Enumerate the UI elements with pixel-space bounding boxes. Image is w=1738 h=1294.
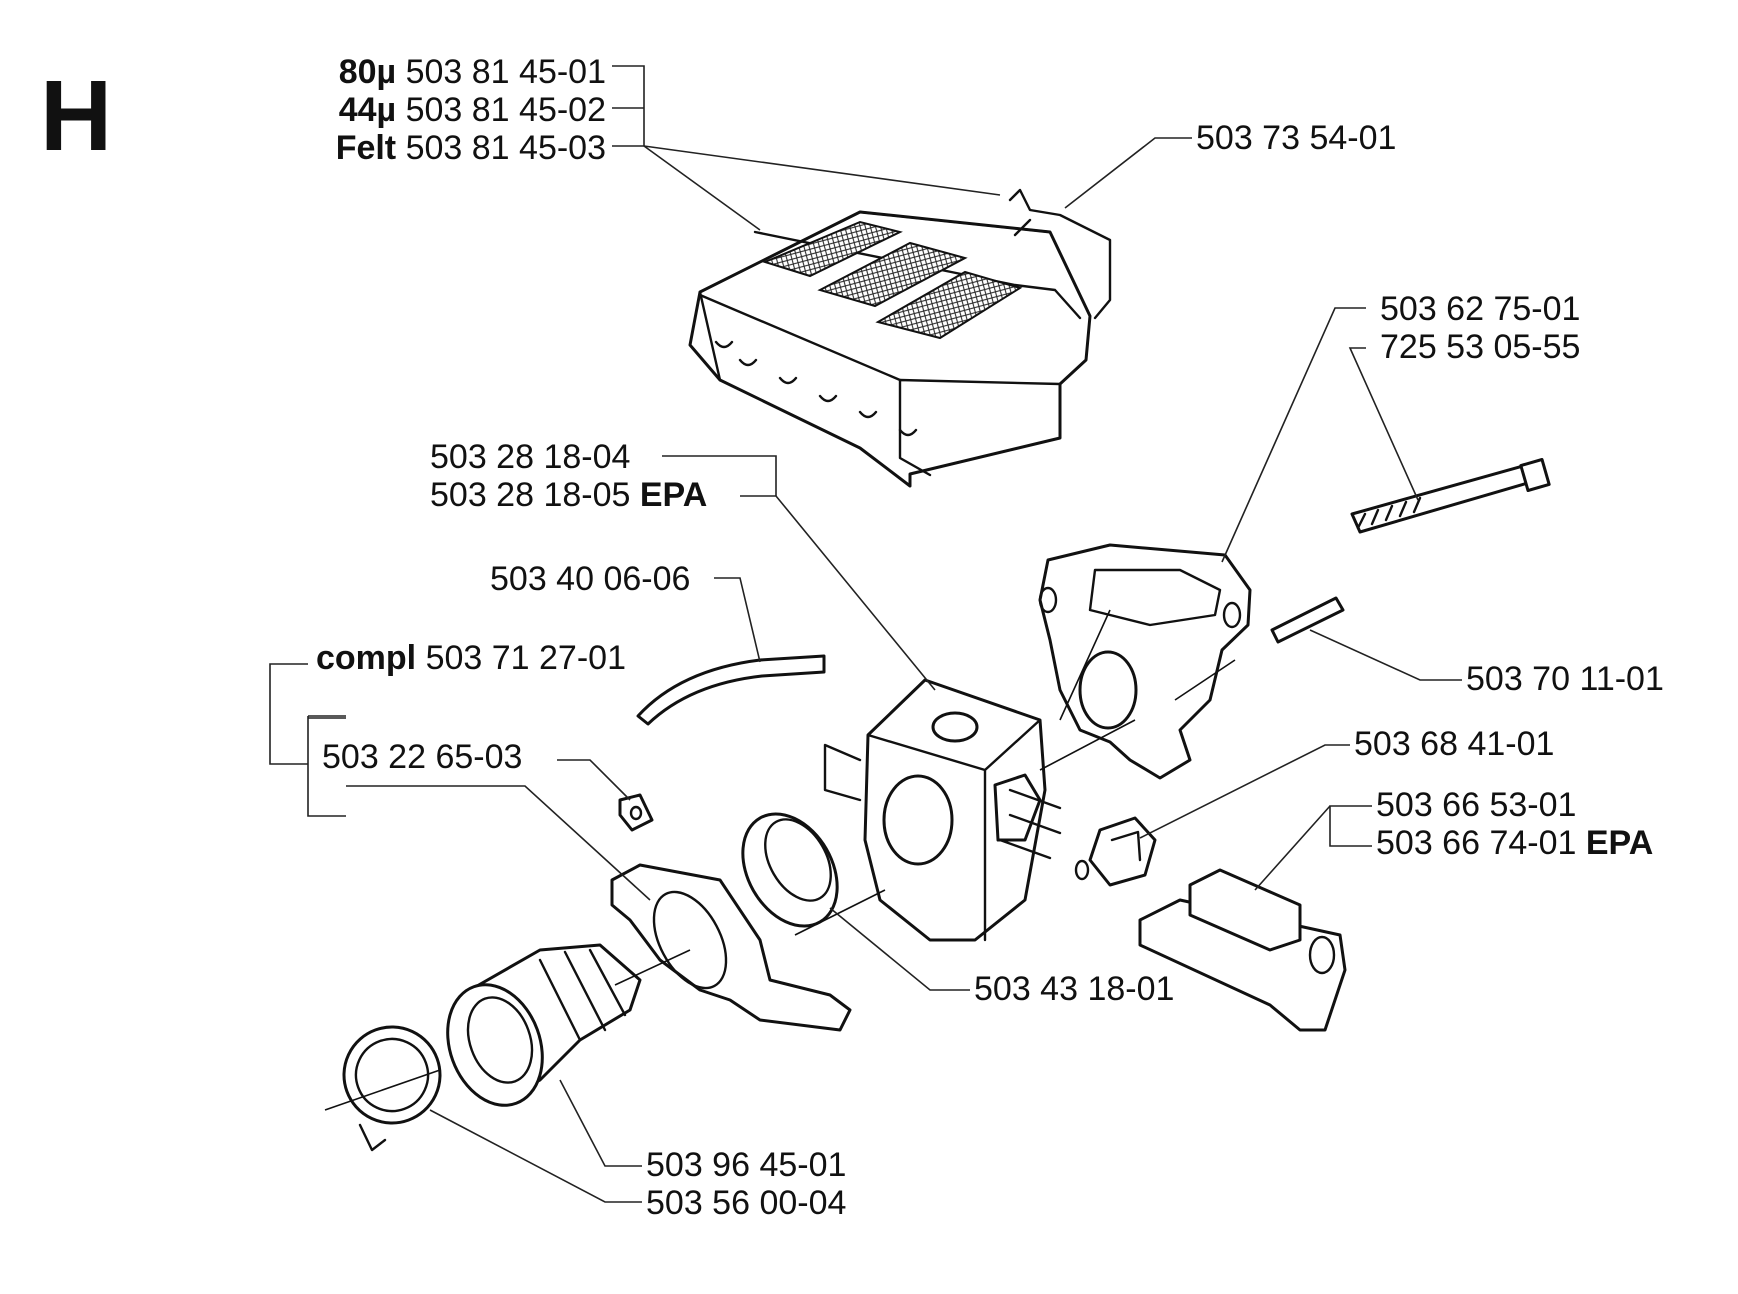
intake-bracket-drawing xyxy=(610,863,852,1032)
label-fuel-hose: 503 40 06-06 xyxy=(490,560,690,598)
section-letter: H xyxy=(40,60,112,172)
label-carb-2: 503 28 18-05 EPA xyxy=(430,476,707,514)
intake-rubber-drawing xyxy=(446,943,642,1107)
label-control-1: 503 66 53-01 xyxy=(1376,786,1576,824)
label-gasket: 503 43 18-01 xyxy=(974,970,1174,1008)
label-bolt: 725 53 05-55 xyxy=(1380,328,1580,366)
control-part-drawing xyxy=(1138,868,1347,1032)
label-filter-80: 80µ 503 81 45-01 xyxy=(339,53,606,91)
carburettor-drawing xyxy=(823,678,1062,942)
filter-clip-drawing xyxy=(1008,188,1112,320)
air-filter-drawing xyxy=(688,210,1092,488)
label-intake-rubber: 503 96 45-01 xyxy=(646,1146,846,1184)
flange-drawing xyxy=(1038,543,1252,780)
label-intake-compl: compl 503 71 27-01 xyxy=(316,639,626,677)
label-carb-1: 503 28 18-04 xyxy=(430,438,630,476)
spacer-pin-drawing xyxy=(1270,596,1345,644)
label-filter-felt: Felt 503 81 45-03 xyxy=(336,129,606,167)
nut-drawing xyxy=(618,793,654,832)
hose-clamp-drawing xyxy=(342,1025,442,1152)
bolt-drawing xyxy=(1350,457,1551,534)
part-labels: 80µ 503 81 45-01 44µ 503 81 45-02 Felt 5… xyxy=(316,53,1664,1222)
assembly-axis-lines xyxy=(324,609,1236,1111)
leader-lines xyxy=(269,65,1462,1203)
choke-drawing xyxy=(1074,816,1157,887)
label-control-2: 503 66 74-01 EPA xyxy=(1376,824,1653,862)
label-nut: 503 22 65-03 xyxy=(322,738,522,776)
label-flange: 503 62 75-01 xyxy=(1380,290,1580,328)
label-hose-clamp: 503 56 00-04 xyxy=(646,1184,846,1222)
label-filter-clip: 503 73 54-01 xyxy=(1196,119,1396,157)
label-spacer-pin: 503 70 11-01 xyxy=(1466,660,1664,698)
label-filter-44: 44µ 503 81 45-02 xyxy=(339,91,606,129)
label-choke: 503 68 41-01 xyxy=(1354,725,1554,763)
fuel-hose-drawing xyxy=(636,654,826,726)
gasket-drawing xyxy=(741,812,839,928)
